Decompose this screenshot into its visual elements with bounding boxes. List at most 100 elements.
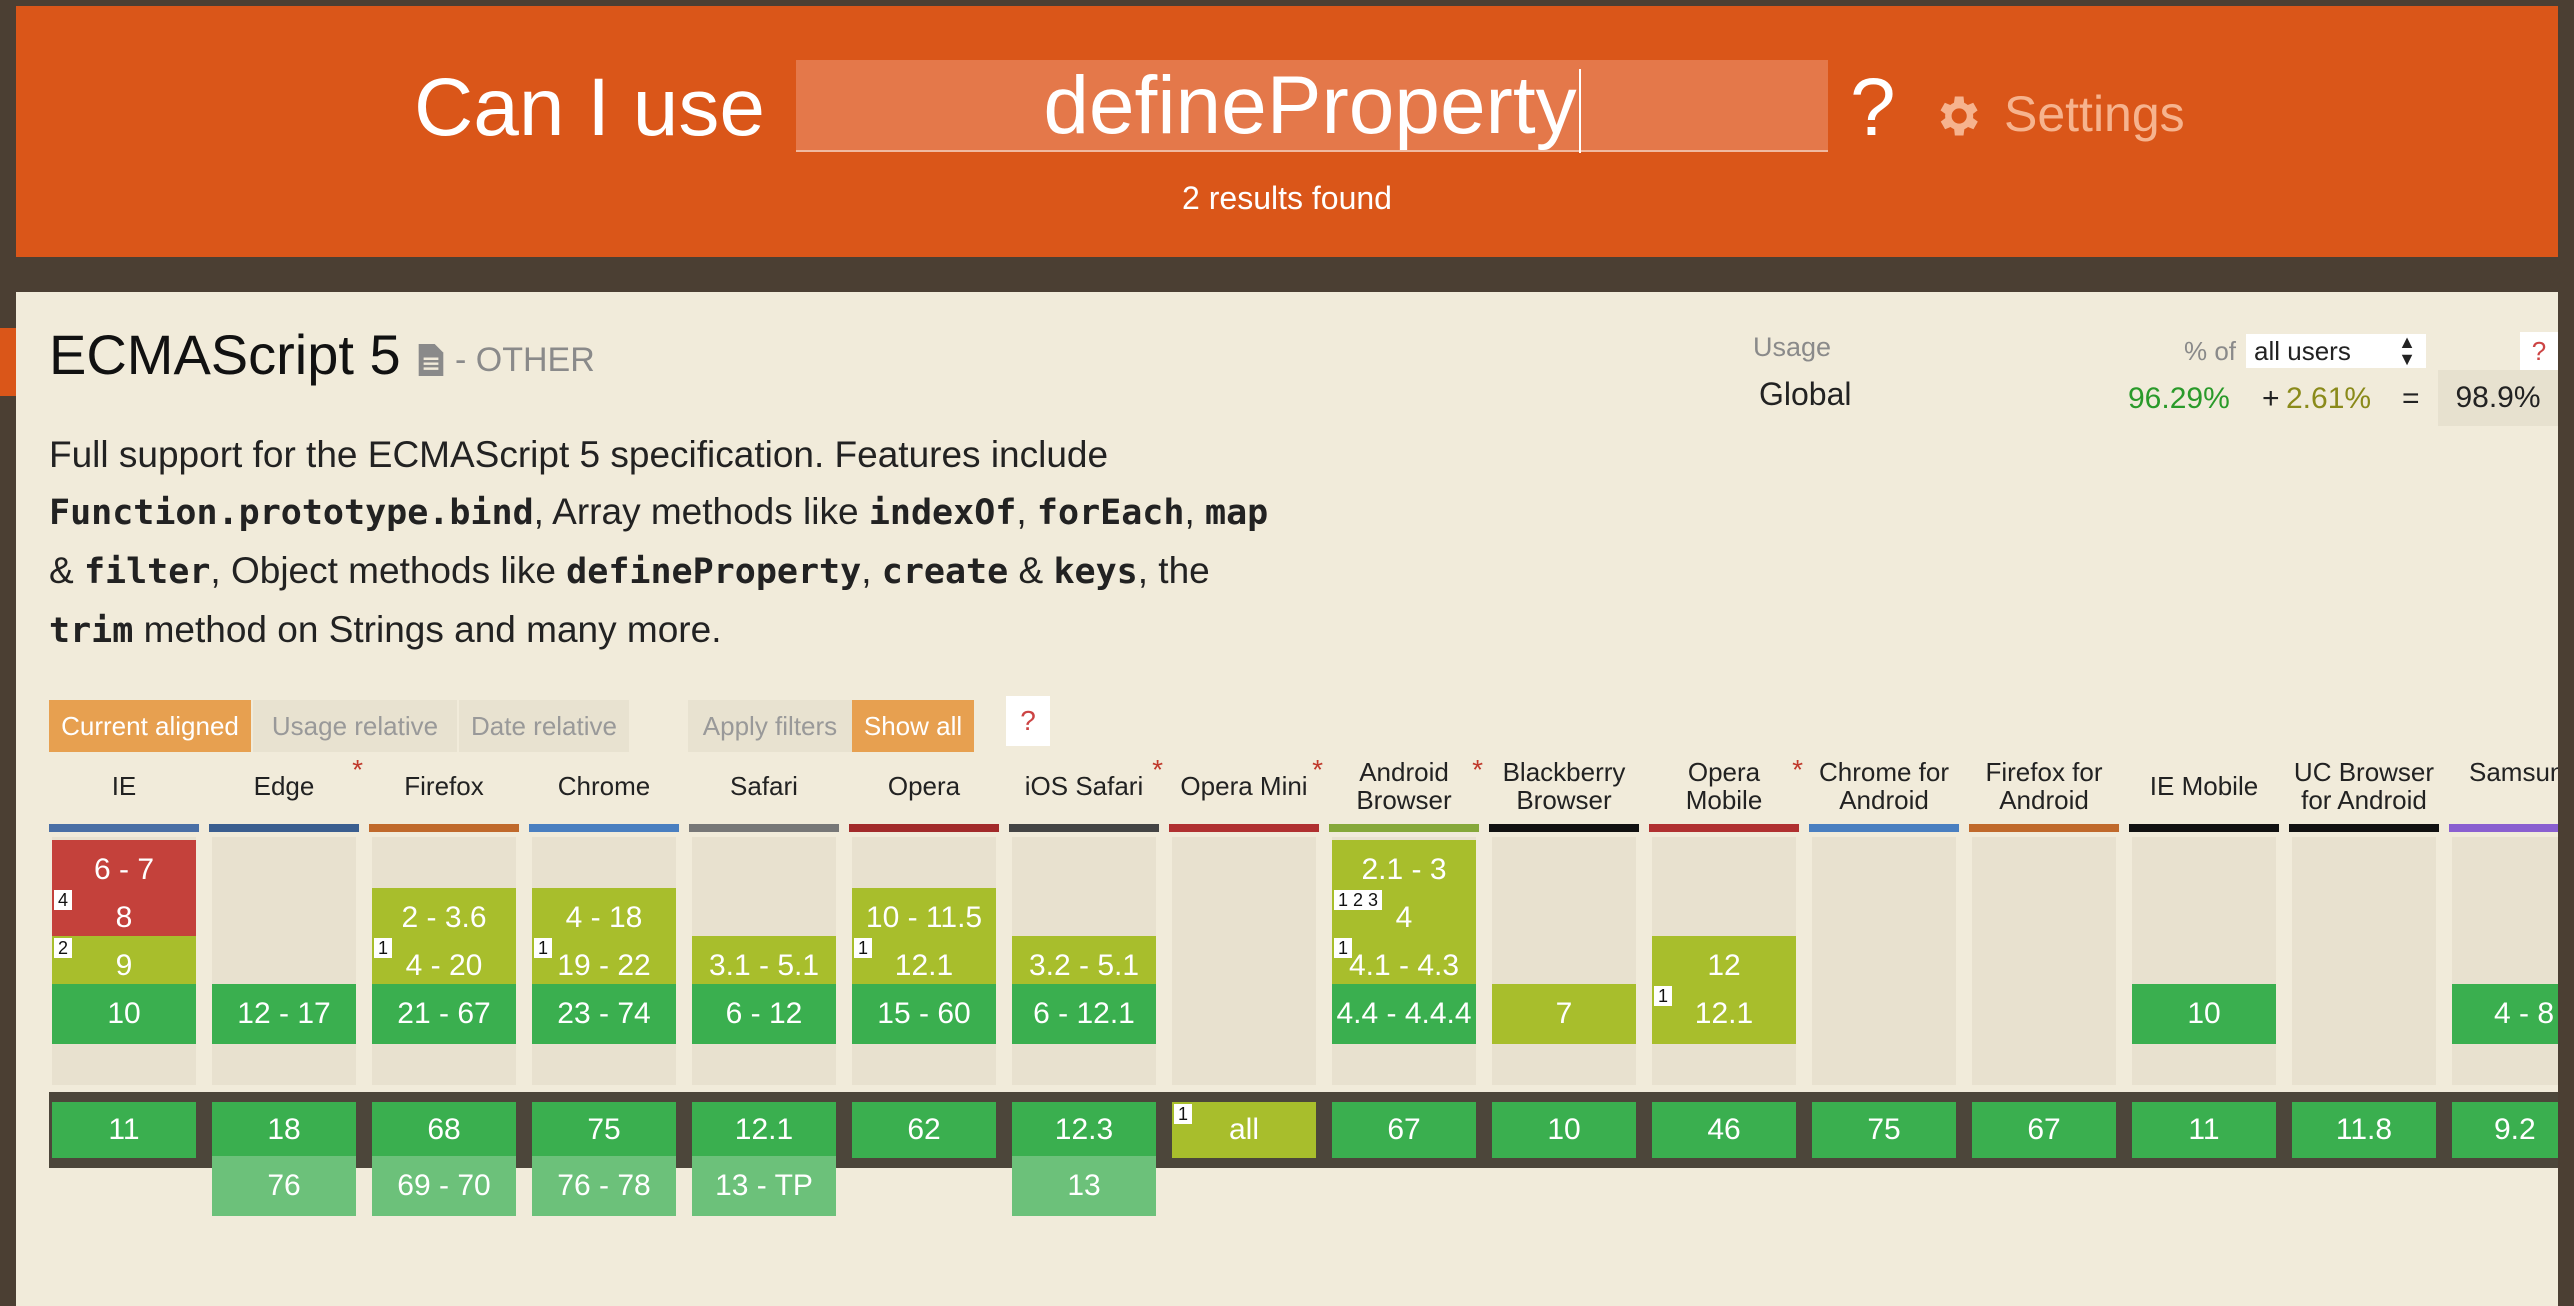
browser-header[interactable]: Opera <box>849 758 999 800</box>
search-help-icon[interactable]: ? <box>1850 62 1896 153</box>
version-label: 10 <box>2187 997 2221 1030</box>
filters-help-button[interactable]: ? <box>1006 696 1050 746</box>
version-cell[interactable]: 9.2 <box>2452 1102 2558 1158</box>
footnote-badge[interactable]: 1 <box>1334 938 1353 958</box>
browser-header[interactable]: UC Browser for Android <box>2289 758 2439 814</box>
date-relative-button[interactable]: Date relative <box>459 700 629 752</box>
browser-color-bar <box>2449 824 2558 832</box>
version-cell[interactable]: 68 <box>372 1102 516 1158</box>
version-cell[interactable]: 12 - 17 <box>212 984 356 1044</box>
browser-header[interactable]: Chrome <box>529 758 679 800</box>
browser-column <box>2292 837 2436 1085</box>
footnote-badge[interactable]: 1 2 3 <box>1334 890 1383 910</box>
browser-header[interactable]: iOS Safari* <box>1009 756 1163 801</box>
version-cell[interactable]: 67 <box>1332 1102 1476 1158</box>
browser-color-bar <box>1009 824 1159 832</box>
version-label: 19 - 22 <box>557 949 651 982</box>
version-cell[interactable]: 6 - 12 <box>692 984 836 1044</box>
browser-name: Firefox <box>404 771 484 801</box>
version-cell[interactable]: 6 - 12.1 <box>1012 984 1156 1044</box>
current-aligned-button[interactable]: Current aligned <box>49 700 251 752</box>
usage-relative-button[interactable]: Usage relative <box>253 700 457 752</box>
version-label: 18 <box>267 1113 301 1146</box>
footnote-badge[interactable]: 1 <box>534 938 553 958</box>
users-select[interactable]: all users ▲▼ <box>2246 333 2426 368</box>
version-cell[interactable]: 7 <box>1492 984 1636 1044</box>
browser-name: Samsung Internet <box>2469 758 2558 786</box>
version-cell[interactable]: 15 - 60 <box>852 984 996 1044</box>
browser-header[interactable]: Safari <box>689 758 839 800</box>
version-cell[interactable]: 69 - 70 <box>372 1156 516 1216</box>
version-cell[interactable]: 12.3 <box>1012 1102 1156 1158</box>
browser-header[interactable]: Edge* <box>209 756 363 801</box>
browser-name: Safari <box>730 771 798 801</box>
version-cell[interactable]: 75 <box>1812 1102 1956 1158</box>
version-cell[interactable]: 11 <box>2132 1102 2276 1158</box>
version-label: 10 <box>1547 1113 1581 1146</box>
footnote-badge[interactable]: 2 <box>54 938 73 958</box>
browser-color-bar <box>849 824 999 832</box>
version-label: 4 <box>1395 901 1413 934</box>
browser-color-bar <box>689 824 839 832</box>
version-cell[interactable]: 4 - 8 <box>2452 984 2558 1044</box>
version-cell[interactable]: 10 <box>2132 984 2276 1044</box>
browser-header[interactable]: Android Browser* <box>1329 756 1483 815</box>
version-cell[interactable]: 10 <box>1492 1102 1636 1158</box>
version-cell[interactable]: 13 <box>1012 1156 1156 1216</box>
version-cell[interactable]: 13 - TP <box>692 1156 836 1216</box>
search-input[interactable]: defineProperty <box>796 60 1828 154</box>
browser-column <box>2132 837 2276 1085</box>
browser-header[interactable]: Blackberry Browser <box>1489 758 1639 814</box>
browser-header[interactable]: Opera Mobile* <box>1649 756 1803 815</box>
version-cell[interactable]: 18 <box>212 1102 356 1158</box>
version-cell[interactable]: 10 <box>52 984 196 1044</box>
version-label: 4 - 18 <box>565 901 643 934</box>
settings-link[interactable]: Settings <box>2004 86 2185 142</box>
version-label: 67 <box>2027 1113 2061 1146</box>
footnote-badge[interactable]: 1 <box>1654 986 1673 1006</box>
version-cell[interactable]: 11 <box>52 1102 196 1158</box>
footnote-badge[interactable]: 1 <box>854 938 873 958</box>
browser-header[interactable]: Samsung Internet <box>2449 758 2558 786</box>
version-label: 8 <box>115 901 133 934</box>
footnote-badge[interactable]: 1 <box>1174 1104 1193 1124</box>
usage-help-button[interactable]: ? <box>2520 332 2558 370</box>
version-label: 75 <box>1867 1113 1901 1146</box>
version-label: 2.1 - 3 <box>1361 853 1447 886</box>
browser-note-star: * <box>1152 754 1163 785</box>
browser-header[interactable]: Firefox <box>369 758 519 800</box>
gear-icon[interactable] <box>1931 90 1983 142</box>
browser-header[interactable]: Firefox for Android <box>1969 758 2119 814</box>
version-cell[interactable]: 23 - 74 <box>532 984 676 1044</box>
browser-header[interactable]: Chrome for Android <box>1809 758 1959 814</box>
browser-color-bar <box>2289 824 2439 832</box>
version-cell[interactable]: 76 <box>212 1156 356 1216</box>
browser-header[interactable]: IE <box>49 758 199 800</box>
version-cell[interactable]: 46 <box>1652 1102 1796 1158</box>
footnote-badge[interactable]: 1 <box>374 938 393 958</box>
browser-header[interactable]: Opera Mini* <box>1169 756 1323 801</box>
version-cell[interactable]: 67 <box>1972 1102 2116 1158</box>
version-label: 6 - 7 <box>93 853 155 886</box>
version-cell[interactable]: 11.8 <box>2292 1102 2436 1158</box>
feature-title[interactable]: ECMAScript 5 <box>49 323 401 386</box>
version-cell[interactable]: 62 <box>852 1102 996 1158</box>
footnote-badge[interactable]: 4 <box>54 890 73 910</box>
show-all-button[interactable]: Show all <box>852 700 974 752</box>
document-icon[interactable] <box>418 344 444 376</box>
desc-text: , <box>1184 491 1205 532</box>
browser-header[interactable]: IE Mobile <box>2129 758 2279 800</box>
usage-equals: = <box>2402 382 2420 415</box>
version-cell[interactable]: 4.4 - 4.4.4 <box>1332 984 1476 1044</box>
version-cell[interactable]: 12.1 <box>692 1102 836 1158</box>
apply-filters-button[interactable]: Apply filters <box>688 700 852 752</box>
desc-code: defineProperty <box>566 552 862 592</box>
browser-column <box>212 837 356 1085</box>
browser-color-bar <box>1329 824 1479 832</box>
version-cell[interactable]: 75 <box>532 1102 676 1158</box>
version-label: 12.1 <box>734 1113 794 1146</box>
version-cell[interactable]: 76 - 78 <box>532 1156 676 1216</box>
version-cell[interactable]: 21 - 67 <box>372 984 516 1044</box>
